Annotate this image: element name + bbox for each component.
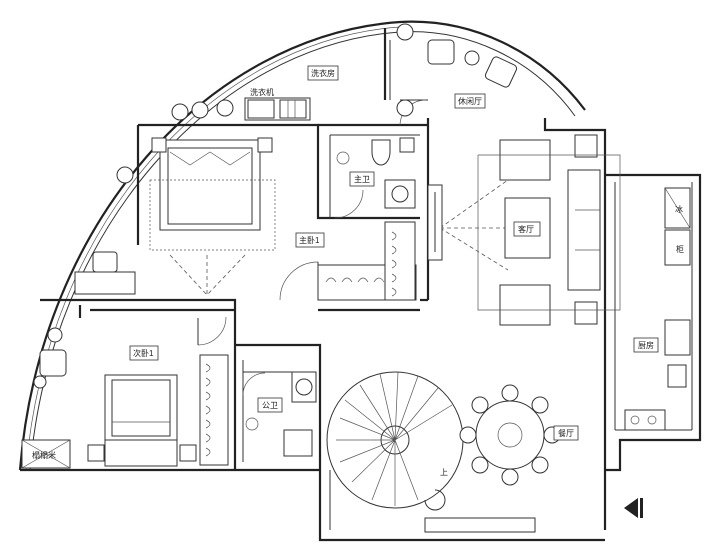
tatami-label: 榻榻米 [32,450,56,460]
leisure-label: 休闲厅 [458,96,482,106]
kitchen-fixtures [624,187,691,431]
cabinet-label: 柜 [676,244,684,254]
fridge-label: 冰 [675,204,683,214]
spiral-stair: 上 [326,371,464,511]
master-bath-label: 主卫 [354,174,370,184]
tatami [21,439,71,469]
plants [33,23,414,389]
laundry-fixtures: 洗衣机 [244,87,311,121]
living-label: 客厅 [518,224,534,234]
public-bath-label: 公卫 [262,401,278,410]
entrance-arrow-icon [624,498,643,518]
master-bedroom-label: 主卧1 [299,235,320,245]
stair-up-label: 上 [440,468,448,477]
second-bedroom-label: 次卧1 [133,348,154,358]
desk [74,251,136,295]
public-bath-fixtures [245,371,317,457]
dining-set [459,384,561,486]
master-bath-fixtures [336,137,416,209]
kitchen-label: 厨房 [638,340,654,350]
dining-label: 餐厅 [558,429,574,438]
second-bed [39,349,197,467]
room-labels: 洗衣房 休闲厅 主卫 主卧1 客厅 次卧1 公卫 餐厅 厨房 榻榻米 冰 柜 [32,65,684,460]
walls [20,28,702,542]
laundry-label: 洗衣房 [311,68,335,78]
second-wardrobe [199,354,229,466]
wardrobe [317,221,417,301]
washer-label: 洗衣机 [250,87,274,97]
dining-cabinet [424,517,536,533]
sightlines [169,179,509,296]
leisure-chairs [427,39,518,88]
master-bed [149,137,276,251]
